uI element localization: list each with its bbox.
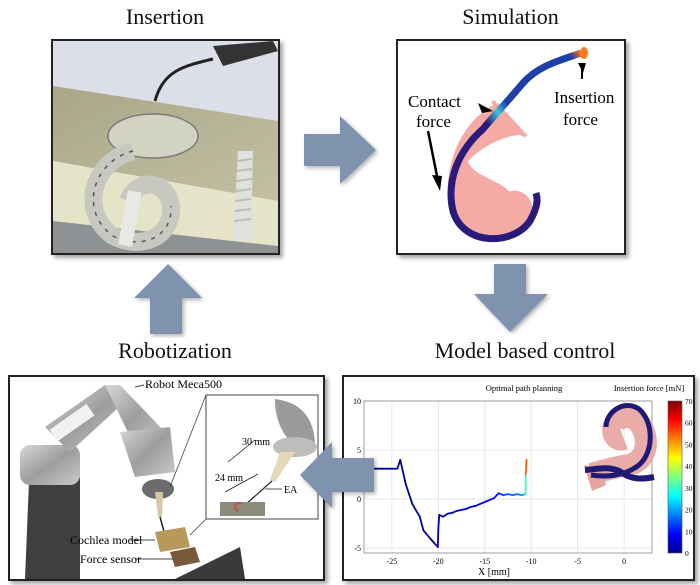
dim-30-label: 30 mm [242, 437, 270, 448]
path-segment [493, 492, 500, 499]
path-segment [524, 458, 528, 476]
colorbar-tick-label: 30 [685, 484, 693, 493]
cochlea-label: Cochlea model [70, 533, 143, 547]
chart-title: Optimal path planning [486, 383, 563, 393]
force-sensor-label: Force sensor [80, 552, 141, 566]
path-planning-chart: -25 -20 -15 -10 -5 0 -5 0 5 10 Optimal path plan… [353, 383, 693, 578]
simulation-figure: Contact force Insertion force [408, 47, 615, 243]
contact-force-arrow-icon [432, 175, 442, 191]
colorbar-tick-label: 0 [685, 549, 689, 558]
x-tick-label: 0 [622, 557, 626, 566]
path-segment [429, 538, 439, 549]
x-tick-label: -15 [479, 557, 490, 566]
cochlea-model [447, 103, 533, 239]
x-tick-label: -25 [387, 557, 398, 566]
title-insertion: Insertion [125, 4, 205, 29]
colorbar-tick-label: 10 [685, 527, 693, 536]
title-robotization: Robotization [118, 338, 232, 363]
x-tick-label: -20 [433, 557, 444, 566]
robot-label: Robot Meca500 [145, 377, 222, 391]
colorbar-tick-label: 20 [685, 506, 693, 515]
ea-label: EA [284, 485, 298, 496]
electrode-holder [213, 41, 278, 66]
colorbar-label: Insertion force [mN] [614, 383, 685, 393]
chart-panel: -25 -20 -15 -10 -5 0 -5 0 5 10 Optimal path plan… [342, 375, 695, 581]
colorbar-tick-label: 50 [685, 440, 693, 449]
insertion-label-1: Insertion [554, 88, 615, 107]
colorbar-tick-label: 40 [685, 462, 693, 471]
robot-panel: Robot Meca500 Cochlea model Force sensor… [8, 375, 325, 581]
path-segment [411, 503, 421, 518]
insertion-label-2: force [563, 110, 598, 129]
ea-tip [580, 47, 588, 59]
x-tick-label: -5 [574, 557, 581, 566]
contact-label-2: force [416, 112, 451, 131]
x-tick-label: -10 [526, 557, 537, 566]
insertion-force-arrow-icon [578, 63, 586, 73]
inset-cochlea [220, 502, 265, 516]
insertion-photo [53, 41, 278, 253]
y-tick-label: 5 [357, 446, 361, 455]
robot-base [25, 457, 80, 579]
path-segment [418, 515, 425, 532]
path-segment [442, 512, 449, 518]
arrow-right-icon [304, 116, 376, 184]
robot-figure: Robot Meca500 Cochlea model Force sensor… [20, 377, 319, 579]
title-simulation: Simulation [462, 4, 559, 29]
dim-24-label: 24 mm [215, 473, 243, 484]
electrode-array [447, 49, 583, 243]
y-tick-label: 0 [357, 495, 361, 504]
cochlea-spiral [84, 142, 180, 251]
path-segment [437, 513, 441, 530]
arrow-down-icon [474, 264, 548, 332]
colorbar-tick-label: 60 [685, 419, 693, 428]
cable [153, 57, 214, 102]
force-sensor [170, 547, 200, 567]
insertion-photo-panel [51, 39, 280, 255]
arrow-left-icon [300, 442, 374, 508]
robot-wrist [120, 427, 175, 477]
path-segment [404, 483, 414, 505]
robot-shoulder [20, 445, 80, 485]
simulation-panel: Contact force Insertion force [396, 39, 626, 255]
colorbar-tick-label: 70 [685, 397, 693, 406]
cochlea-model-mount [155, 527, 190, 552]
contact-label-1: Contact [408, 92, 461, 111]
arrow-up-icon [134, 264, 202, 334]
y-tick-label: -5 [354, 544, 361, 553]
path-segment [399, 458, 407, 486]
ea-overlay [584, 465, 655, 482]
contact-force-small-arrow-icon [478, 103, 493, 113]
colorbar [667, 400, 683, 554]
path-segments [363, 458, 528, 549]
title-model-based-control: Model based control [434, 338, 616, 363]
y-tick-label: 10 [353, 397, 361, 406]
x-axis-label: X [mm] [478, 567, 510, 578]
path-segment [422, 529, 432, 541]
